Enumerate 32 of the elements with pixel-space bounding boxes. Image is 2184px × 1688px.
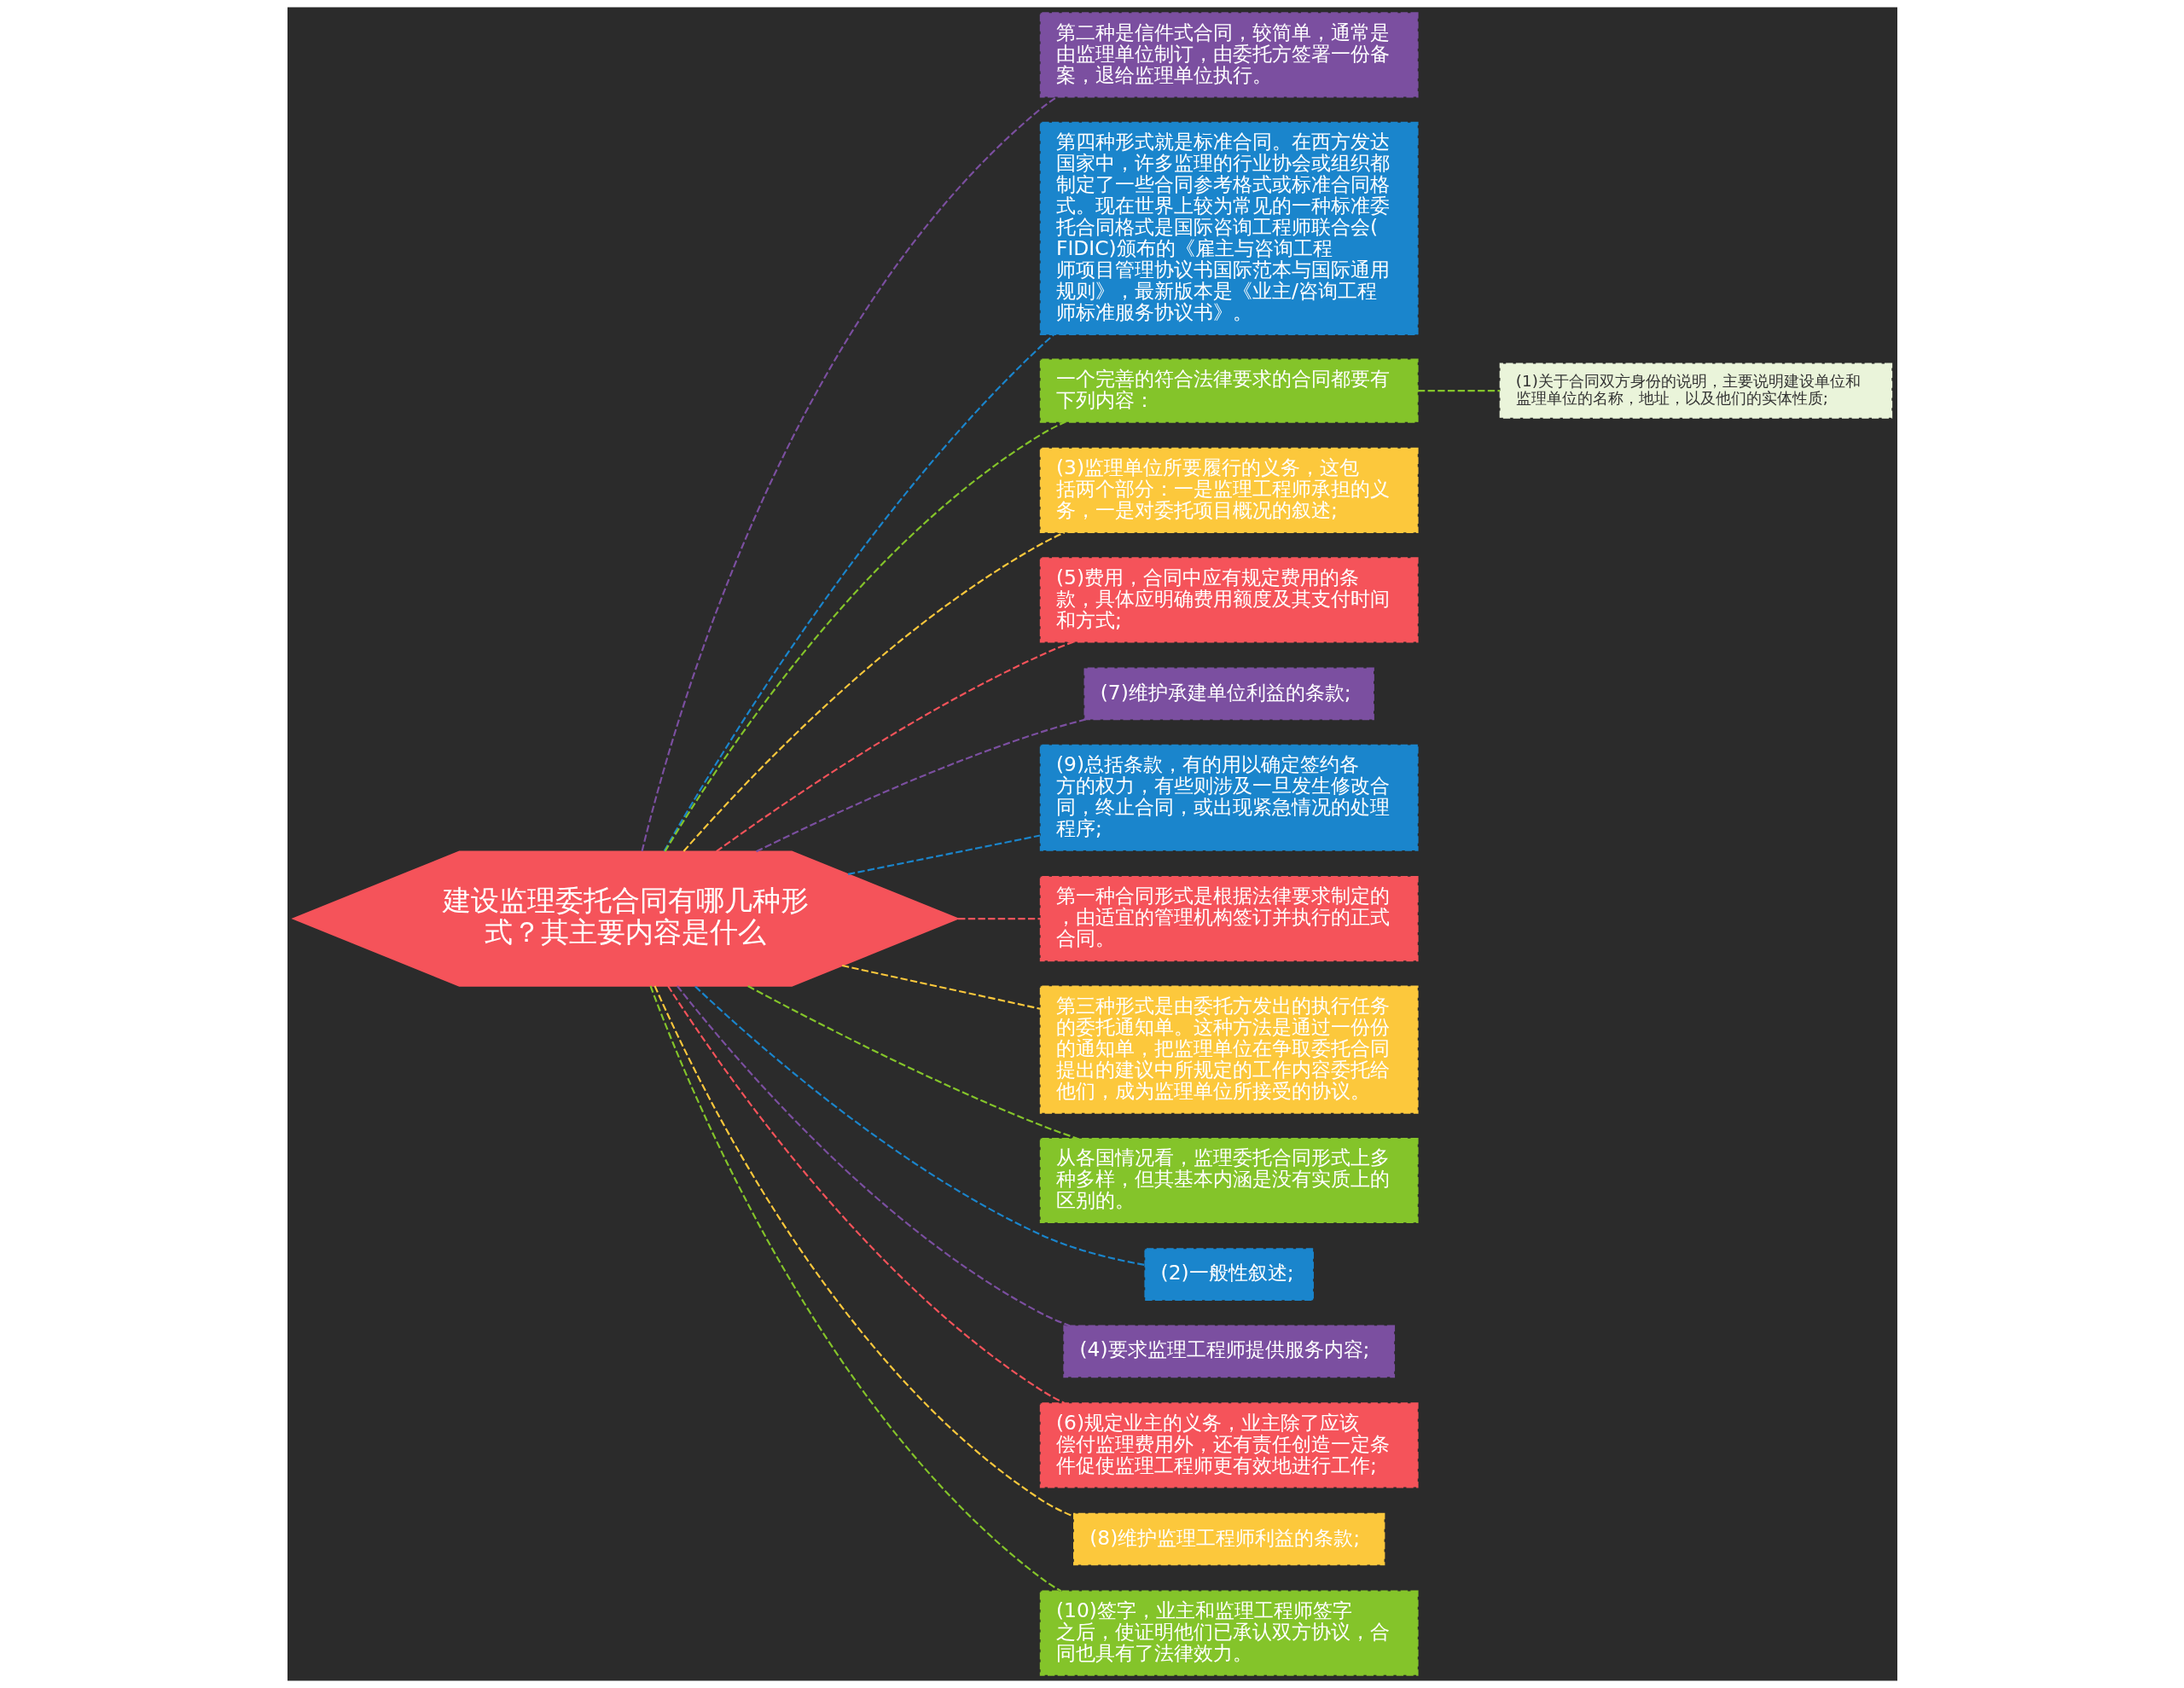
connector [649, 985, 1061, 1592]
node-box: 第一种合同形式是根据法律要求制定的，由适宜的管理机构签订并执行的正式合同。 [1039, 876, 1419, 962]
node-box: 从各国情况看，监理委托合同形式上多种多样，但其基本内涵是没有实质上的区别的。 [1039, 1138, 1419, 1224]
node-box: (8)维护监理工程师利益的条款; [1072, 1512, 1385, 1566]
node-box: 一个完善的符合法律要求的合同都要有下列内容： [1039, 358, 1419, 423]
connector [694, 985, 1145, 1267]
connector [666, 985, 1065, 1404]
node-box: (1)关于合同双方身份的说明，主要说明建设单位和监理单位的名称，地址，以及他们的实体性质; [1499, 363, 1892, 419]
connector [755, 718, 1086, 853]
connector [715, 641, 1073, 853]
connector [653, 985, 1074, 1517]
connector [641, 96, 1058, 852]
node-box: 第三种形式是由委托方发出的执行任务的委托通知单。这种方法是通过一份份的通知单，把监理单位在争取委托合同提出的建议中所规定的工作内容委托给他们，成为监理单位所接受的协议。 [1039, 985, 1419, 1114]
node-box: (7)维护承建单位利益的条款; [1083, 667, 1374, 721]
connector [682, 531, 1065, 852]
connector [664, 421, 1066, 852]
connector [1417, 390, 1500, 392]
node-box: 第二种是信件式合同，较简单，通常是由监理单位制订，由委托方签署一份备案，退给监理单位执行。 [1039, 12, 1419, 98]
connector [663, 334, 1054, 852]
node-box: 第四种形式就是标准合同。在西方发达国家中，许多监理的行业协会或组织都制定了一些合同参考格式或标准合同格式。现在世界上较为常见的一种标准委托合同格式是国际咨询工程师联合会(FIDIC)颁布的《雇主与咨询工程师项目管理协议书国际范本与国际通用规则》，最新版本是《业主/咨询工程师标准服务协议书》。 [1039, 121, 1419, 336]
connector [957, 918, 1041, 920]
node-box: (6)规定业主的义务，业主除了应该偿付监理费用外，还有责任创造一定条件促使监理工程师更有效地进行工作; [1039, 1402, 1419, 1488]
connector [841, 965, 1041, 1010]
node-box: (2)一般性叙述; [1143, 1248, 1314, 1302]
node-box: (3)监理单位所要履行的义务，这包括两个部分：一是监理工程师承担的义务，一是对委托项目概况的叙述; [1039, 447, 1419, 533]
node-box: (4)要求监理工程师提供服务内容; [1062, 1325, 1395, 1378]
node-box: (10)签字，业主和监理工程师签字之后，使证明他们已承认双方协议，合同也具有了法律效力。 [1039, 1590, 1419, 1676]
node-box: (5)费用，合同中应有规定费用的条款，具体应明确费用额度及其支付时间和方式; [1039, 557, 1419, 643]
connector [847, 834, 1040, 875]
connector [676, 985, 1070, 1327]
connector [746, 985, 1077, 1140]
node-box: (9)总括条款，有的用以确定签约各方的权力，有些则涉及一旦发生修改合同，终止合同，或出现紧急情况的处理程序; [1039, 744, 1419, 851]
